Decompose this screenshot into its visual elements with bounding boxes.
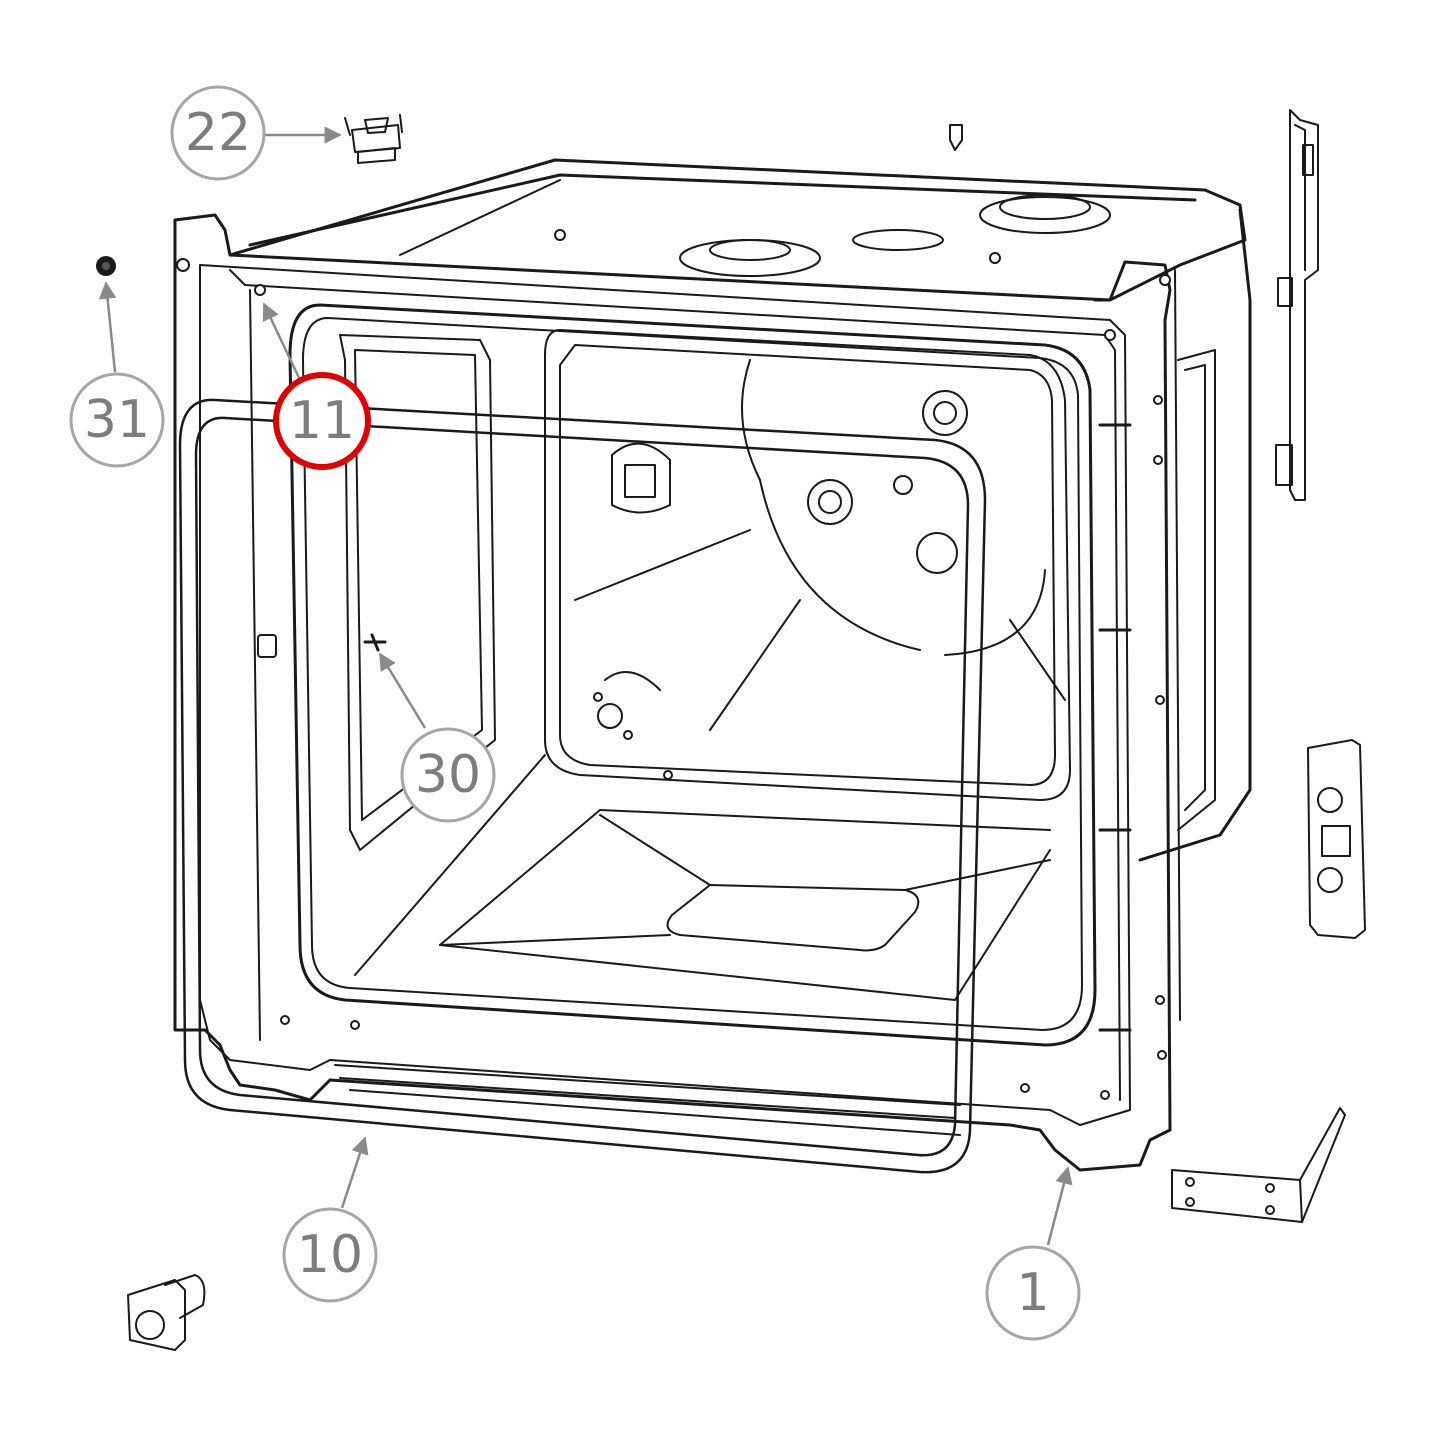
callout-11-label: 11: [289, 391, 355, 451]
part-31-nut: [96, 256, 116, 276]
inlet-fitting: [127, 1274, 206, 1351]
leader-lines: [98, 126, 1073, 1246]
l-bracket: [1171, 1107, 1346, 1223]
callout-11[interactable]: 11: [273, 372, 371, 470]
top-screw: [949, 124, 963, 151]
callout-10[interactable]: 10: [282, 1207, 378, 1303]
callout-31[interactable]: 31: [69, 372, 165, 468]
side-mounting-strip: [1275, 109, 1319, 501]
callout-1[interactable]: 1: [985, 1245, 1081, 1341]
part-22-thermostat: [344, 114, 403, 164]
callout-22-label: 22: [185, 103, 251, 163]
tub-top: [228, 158, 1247, 302]
tub-back-wall: [544, 329, 1071, 801]
tub-right-side: [1138, 208, 1252, 1021]
callout-22[interactable]: 22: [170, 85, 266, 181]
tub-front-frame: [173, 213, 1172, 1172]
callout-1-label: 1: [1016, 1263, 1049, 1323]
callout-31-label: 31: [84, 390, 150, 450]
callout-30-label: 30: [415, 745, 481, 805]
hinge-bracket: [1307, 739, 1366, 939]
tub-bottom-rail: [334, 1064, 961, 1136]
callout-10-label: 10: [297, 1225, 363, 1285]
callout-30[interactable]: 30: [400, 727, 496, 823]
door-gasket: [178, 398, 987, 1174]
tub-floor: [354, 754, 1051, 1001]
part-30-clip: [363, 633, 387, 652]
